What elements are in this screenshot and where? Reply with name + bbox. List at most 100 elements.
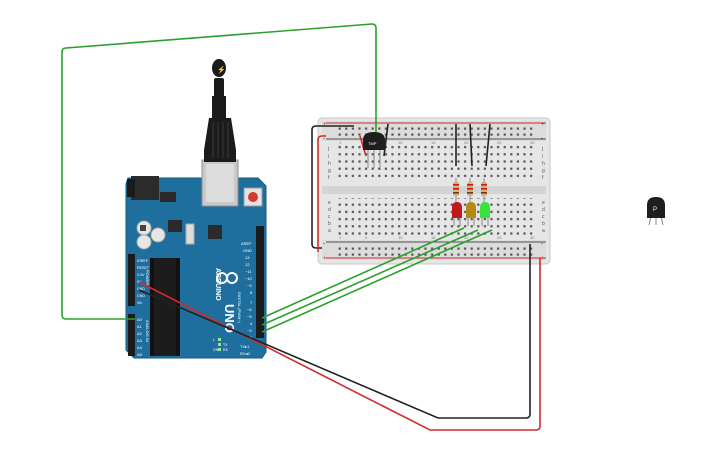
pin-label: 8 [250,290,253,295]
row-label: f [328,175,330,181]
analog-header-label: ANALOG IN [145,320,150,342]
col-label: 30 [530,235,535,240]
leds[interactable] [452,202,490,226]
resistors[interactable] [453,178,487,202]
led-label-rx: RX [223,348,229,352]
voltage-regulator [160,192,176,202]
row-label: c [542,214,545,220]
row-label: a [542,228,545,234]
digital-header-label: DIGITAL (PWM~) [237,292,242,324]
row-label: c [328,214,331,220]
led-label-on: ON [213,348,219,352]
power-jack[interactable] [127,176,159,200]
row-label: h [328,161,331,167]
rail-minus-label: - [323,241,325,247]
led-red[interactable] [452,202,462,226]
col-label: 10 [398,140,403,145]
col-label: 5 [365,235,368,240]
reset-button[interactable] [243,187,263,207]
breadboard[interactable]: j i h g f j i h g f e d c b a e d c b a … [317,117,551,265]
onboard-leds: L TX RX ON [213,338,229,352]
wire-green-a0[interactable] [61,23,377,320]
pin-label: Vin [137,301,142,305]
wire-red-rail-left[interactable] [317,135,326,252]
pin-label: ~5 [247,314,252,319]
row-label: j [327,146,329,152]
pin-label: A0 [137,317,143,322]
pin-label: TX▸1 [240,344,250,349]
col-label: 15 [431,140,436,145]
regulator-chip [168,220,182,232]
pin-label: GND [243,248,252,253]
wire-green-pin-1[interactable] [261,227,465,319]
pin-label: ~9 [247,283,252,288]
digital-header[interactable]: AREF GND 13 12 ~11 ~10 ~9 8 7 ~6 ~5 4 ~3… [237,226,264,356]
wire-black-led-2[interactable] [469,123,473,167]
row-labels-top: j i h g f j i h g f [327,146,545,181]
power-header-label: POWER [145,270,150,285]
resistor[interactable] [453,178,459,202]
sensor-label: TMP [368,141,377,146]
rail-minus-label: - [541,136,543,142]
pin-label: ~6 [247,307,252,312]
pin-label: A3 [137,338,143,343]
rail-plus-label: + [541,256,545,262]
row-label: g [328,168,331,174]
wire-red-5v[interactable] [138,258,541,431]
row-label: d [328,207,331,213]
wire-black-sensor[interactable] [383,123,389,157]
loose-transistor-part[interactable]: P [647,197,665,226]
pin-label: 13 [245,255,250,260]
pin-label: ~11 [245,269,252,274]
pin-label: 3.3V [137,273,145,277]
pin-label: IOREF [137,259,149,263]
row-label: b [542,221,545,227]
pin-label: 7 [250,300,253,305]
wire-black-led-3[interactable] [485,123,491,167]
wire-green-pin-2[interactable] [261,229,479,326]
led-yellow[interactable] [466,202,476,226]
col-label: 30 [530,140,535,145]
usb-chip [208,225,222,239]
col-label: 10 [398,235,403,240]
svg-text:⚡: ⚡ [217,65,226,74]
pin-label: A2 [137,331,143,336]
wires[interactable] [61,23,541,431]
row-label: e [542,200,545,206]
usb-cable[interactable]: ⚡ [204,59,236,162]
rail-minus-label: - [541,241,543,247]
arduino-uno-board[interactable]: ⚡ [125,59,267,359]
row-label: e [328,200,331,206]
col-label: 20 [464,140,469,145]
temperature-sensor[interactable]: TMP [363,132,385,168]
wire-black-rail-left[interactable] [311,125,354,249]
led-label-l: L [213,338,215,342]
resistor[interactable] [467,178,473,202]
led-green[interactable] [480,202,490,226]
row-label: b [328,221,331,227]
row-label: a [328,228,331,234]
pin-label: A4 [137,345,143,350]
wire-green-pin-3[interactable] [261,229,493,333]
pin-label: RESET [137,266,150,270]
pin-label: AREF [241,241,252,246]
resistor[interactable] [481,178,487,202]
col-label: 20 [464,235,469,240]
microcontroller-chip [150,258,180,356]
part-label: P [653,207,657,213]
usb-connector[interactable] [201,159,239,207]
pin-label: GND [137,287,145,291]
pin-label: ~10 [245,276,253,281]
row-label: i [328,154,329,160]
col-label: 1 [339,235,342,240]
pin-label: 4 [250,321,253,326]
crystal [185,223,195,245]
wire-black-gnd[interactable] [138,244,531,419]
analog-header[interactable]: A0 A1 A2 A3 A4 A5 ANALOG IN [128,314,150,357]
arduino-brand-label: ARDUINO [214,268,221,301]
row-label: h [542,161,545,167]
row-label: f [542,175,544,181]
row-label: j [541,146,543,152]
pin-label: GND [137,294,145,298]
